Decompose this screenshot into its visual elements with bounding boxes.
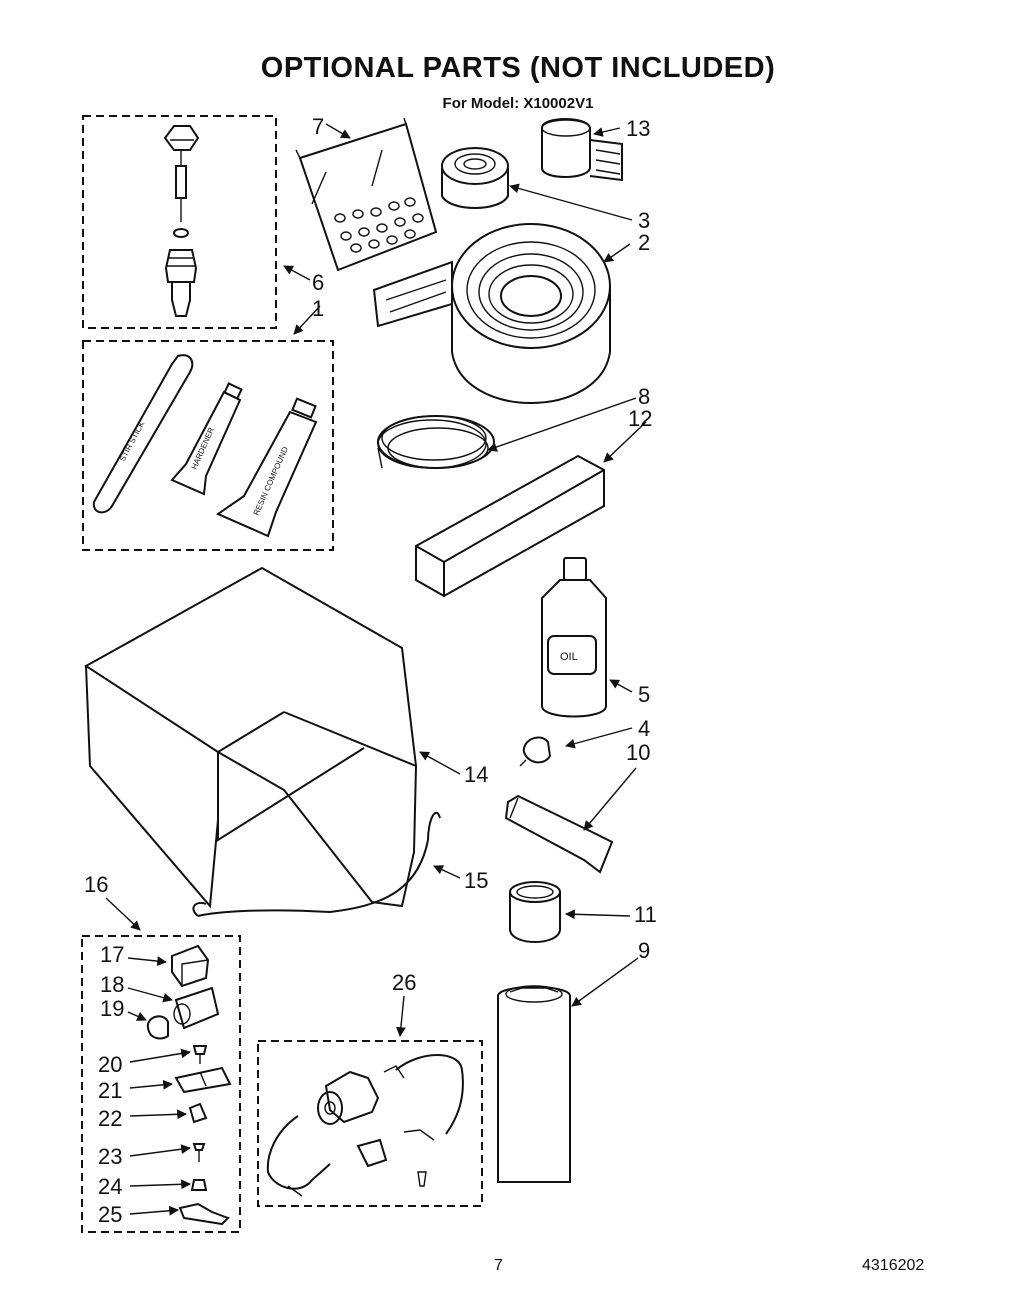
sealant-tube bbox=[504, 794, 614, 874]
leader-lines bbox=[105, 123, 647, 1216]
elastic-cord bbox=[192, 811, 441, 917]
valve-kit-box bbox=[82, 115, 277, 329]
ac-cover bbox=[84, 566, 418, 909]
callout-4: 4 bbox=[638, 716, 650, 741]
valve-kit bbox=[82, 115, 277, 329]
coiled-wire bbox=[377, 415, 495, 469]
callout-1: 1 bbox=[312, 296, 324, 321]
stir-stick: STIR STICK bbox=[92, 354, 194, 514]
small-cap bbox=[519, 736, 552, 767]
callout-9: 9 bbox=[638, 938, 650, 963]
callout-18: 18 bbox=[100, 972, 124, 997]
foam-block bbox=[415, 454, 605, 598]
callout-5: 5 bbox=[638, 682, 650, 707]
callout-20: 20 bbox=[98, 1052, 122, 1077]
small-can bbox=[509, 881, 561, 943]
callout-6: 6 bbox=[312, 270, 324, 295]
callout-3: 3 bbox=[638, 208, 650, 233]
oil-bottle: OIL bbox=[541, 557, 607, 718]
callout-13: 13 bbox=[626, 116, 650, 141]
insulation-roll bbox=[372, 223, 611, 404]
hardware-kit bbox=[81, 935, 241, 1233]
stir-stick-label: STIR STICK bbox=[118, 419, 147, 463]
hardener-tube: HARDENER bbox=[170, 382, 243, 496]
page-title: OPTIONAL PARTS (NOT INCLUDED) bbox=[260, 52, 776, 84]
repair-kit: STIR STICK HARDENER RESIN COMPOUND bbox=[82, 340, 334, 551]
hardware-kit-box bbox=[81, 935, 241, 1233]
callout-2: 2 bbox=[638, 230, 650, 255]
fittings-bag bbox=[295, 117, 438, 272]
callout-17: 17 bbox=[100, 942, 124, 967]
callout-10: 10 bbox=[626, 740, 650, 765]
callout-25: 25 bbox=[98, 1202, 122, 1227]
spray-can bbox=[497, 985, 571, 1183]
callout-26: 26 bbox=[392, 970, 416, 995]
oil-label: OIL bbox=[560, 651, 578, 663]
callout-19: 19 bbox=[100, 996, 124, 1021]
callout-16: 16 bbox=[84, 872, 108, 897]
callout-12: 12 bbox=[628, 406, 652, 431]
model-subtitle: For Model: X10002V1 bbox=[442, 95, 594, 112]
callout-24: 24 bbox=[98, 1174, 122, 1199]
callout-15: 15 bbox=[464, 868, 488, 893]
document-number: 4316202 bbox=[862, 1257, 925, 1274]
callout-21: 21 bbox=[98, 1078, 122, 1103]
callout-8: 8 bbox=[638, 384, 650, 409]
tape-strip bbox=[541, 118, 623, 182]
callout-11: 11 bbox=[634, 902, 657, 927]
callout-numbers: 1 2 3 4 5 6 7 8 9 10 11 12 13 14 15 16 1… bbox=[84, 114, 657, 1227]
callout-7: 7 bbox=[312, 114, 324, 139]
repair-kit-box bbox=[82, 340, 334, 551]
tape-roll-small bbox=[441, 147, 509, 209]
wiring-kit bbox=[257, 1040, 483, 1207]
resin-label: RESIN COMPOUND bbox=[252, 445, 291, 517]
callout-22: 22 bbox=[98, 1106, 122, 1131]
callout-23: 23 bbox=[98, 1144, 122, 1169]
page-number: 7 bbox=[494, 1257, 503, 1274]
resin-tube: RESIN COMPOUND bbox=[215, 397, 318, 538]
callout-14: 14 bbox=[464, 762, 488, 787]
wiring-kit-box bbox=[257, 1040, 483, 1207]
